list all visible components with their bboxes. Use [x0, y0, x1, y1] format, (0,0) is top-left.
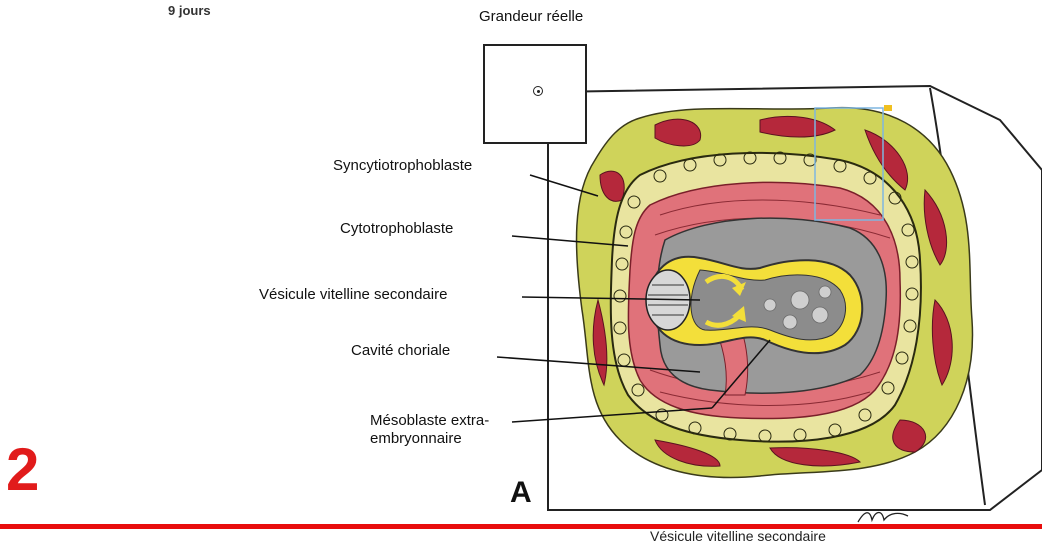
- label-extraembryonic-mesoblast: Mésoblaste extra-embryonnaire: [370, 412, 550, 448]
- real-size-label: Grandeur réelle: [479, 8, 583, 26]
- lacuna: [655, 119, 701, 146]
- selection-handle: [884, 105, 892, 111]
- stage-days-label: 9 jours: [168, 3, 211, 18]
- figure-letter: A: [510, 476, 532, 510]
- red-divider: [0, 524, 1042, 529]
- label-chorionic-cavity: Cavité choriale: [351, 342, 450, 360]
- real-size-box: [483, 44, 587, 144]
- label-secondary-yolk-sac: Vésicule vitelline secondaire: [259, 286, 447, 304]
- signature-mark: [858, 513, 908, 523]
- label-syncytiotrophoblast: Syncytiotrophoblaste: [333, 157, 472, 175]
- label-cytotrophoblast: Cytotrophoblaste: [340, 220, 453, 238]
- real-size-dot-icon: [533, 86, 543, 96]
- slide-number: 2: [6, 438, 39, 502]
- bottom-caption: Vésicule vitelline secondaire: [650, 528, 826, 544]
